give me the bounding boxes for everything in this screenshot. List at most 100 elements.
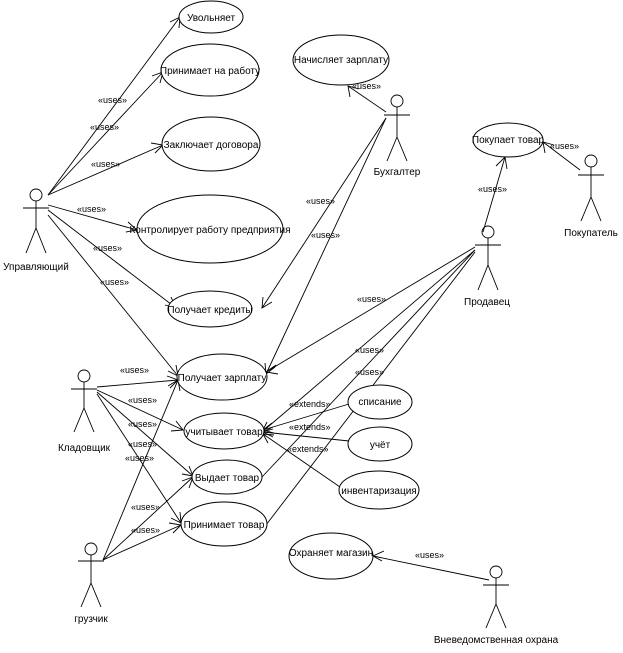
- uses-label: «uses»: [90, 122, 119, 132]
- uc-tally-label: учёт: [370, 440, 391, 451]
- actor-loader-label: грузчик: [74, 614, 108, 625]
- actor-seller-label: Продавец: [464, 297, 510, 308]
- arrowhead: [261, 296, 273, 309]
- line-manager-controls: [47, 204, 138, 231]
- uc-salary-ellipse: [176, 353, 268, 401]
- line-accountant-credits: [261, 117, 387, 309]
- arrowhead: [495, 156, 508, 170]
- uses-label: «uses»: [415, 550, 444, 560]
- uc-tally-ellipse: [347, 426, 413, 462]
- uc-receives-goods-label: Принимает товар: [184, 520, 265, 531]
- uc-controls-label: Контролирует работу предприятия: [129, 224, 290, 236]
- line-loader-issues: [102, 476, 194, 561]
- line-accountant-payroll: [347, 85, 387, 113]
- line-storekeeper-accounts: [96, 389, 184, 431]
- uses-label: «uses»: [478, 184, 507, 194]
- uc-hires-label: Принимает на работу: [160, 65, 260, 77]
- uses-label: «uses»: [91, 159, 120, 169]
- line-storekeeper-salary: [96, 379, 179, 388]
- line-storekeeper-issues: [96, 391, 194, 477]
- uc-credits-label: Получает кредиты: [167, 305, 252, 316]
- actors: Управляющий Бухгалтер Покупатель Пр: [3, 94, 618, 646]
- line-tally-extends: [262, 431, 350, 442]
- actor-storekeeper-figure: [71, 369, 97, 433]
- actor-buyer-figure: [578, 154, 604, 222]
- uc-issues-goods-label: Выдает товар: [195, 473, 260, 484]
- uses-label: «uses»: [131, 525, 160, 535]
- actor-storekeeper-label: Кладовщик: [58, 443, 111, 454]
- uses-label: «uses»: [550, 141, 579, 151]
- uc-fires-ellipse: [178, 0, 244, 34]
- arrowhead: [170, 420, 184, 432]
- uses-label: «uses»: [131, 502, 160, 512]
- uc-inventory-label: инвентаризация: [341, 486, 416, 497]
- line-manager-contracts: [47, 144, 164, 196]
- uc-buys-label: Покупает товар: [472, 135, 545, 146]
- uses-label: «uses»: [120, 365, 149, 375]
- uses-label: «uses»: [306, 196, 335, 206]
- uses-label: «uses»: [128, 419, 157, 429]
- actor-seller-figure: [475, 225, 501, 291]
- uc-accounts-goods-ellipse: [183, 412, 265, 450]
- actor-guard-figure: [483, 565, 509, 629]
- uc-protects-label: Охраняет магазин: [289, 548, 373, 559]
- uc-fires-label: Увольняет: [187, 13, 236, 24]
- line-manager-hires: [47, 71, 164, 196]
- line-accountant-salary: [265, 117, 387, 375]
- uses-label: «uses»: [357, 294, 386, 304]
- line-seller-salary: [265, 246, 476, 373]
- uc-salary-label: Получает зарплату: [178, 373, 267, 384]
- uc-contracts-ellipse: [161, 116, 261, 172]
- line-seller-issues: [261, 249, 476, 478]
- extends-label: «extends»: [287, 444, 329, 454]
- actor-accountant-figure: [384, 94, 410, 162]
- uc-inventory-ellipse: [338, 470, 420, 510]
- uc-hires-ellipse: [160, 43, 260, 97]
- relationship-lines: [47, 16, 581, 581]
- line-buyer-buys: [542, 141, 581, 171]
- actor-loader-figure: [78, 542, 104, 608]
- line-manager-credits: [47, 209, 177, 309]
- extends-label: «extends»: [289, 399, 331, 409]
- uc-issues-goods-ellipse: [191, 459, 263, 495]
- actor-buyer-label: Покупатель: [564, 228, 618, 239]
- uc-buys-ellipse: [472, 122, 544, 158]
- line-guard-protects: [372, 555, 490, 581]
- actor-guard-label: Вневедомственная охрана: [434, 635, 559, 646]
- uses-label: «uses»: [352, 81, 381, 91]
- uc-receives-goods-ellipse: [180, 501, 268, 547]
- uses-label: «uses»: [100, 277, 129, 287]
- uc-accounts-goods-label: учитывает товар: [185, 427, 263, 438]
- uses-label: «uses»: [128, 395, 157, 405]
- uc-writeoff-ellipse: [347, 384, 413, 420]
- extends-label: «extends»: [289, 422, 331, 432]
- uc-payroll-ellipse: [292, 34, 390, 86]
- uses-label: «uses»: [77, 204, 106, 214]
- uses-label: «uses»: [98, 95, 127, 105]
- uc-payroll-label: Начисляет зарплату: [294, 55, 388, 66]
- line-writeoff-extends: [262, 403, 350, 431]
- line-inventory-extends: [262, 433, 341, 488]
- actor-manager-label: Управляющий: [3, 262, 69, 273]
- line-loader-receives: [102, 524, 182, 561]
- uses-label: «uses»: [125, 453, 154, 463]
- uc-protects-ellipse: [288, 532, 374, 580]
- uc-writeoff-label: списание: [358, 397, 402, 408]
- uses-label: «uses»: [93, 243, 122, 253]
- line-manager-salary: [47, 214, 179, 377]
- use-cases: Увольняет Принимает на работу Заключает …: [129, 0, 545, 580]
- uses-label: «uses»: [355, 367, 384, 377]
- actor-accountant-label: Бухгалтер: [374, 167, 421, 178]
- uc-controls-ellipse: [136, 194, 284, 264]
- uses-label: «uses»: [311, 230, 340, 240]
- uses-label: «uses»: [355, 345, 384, 355]
- uc-contracts-label: Заключает договора: [164, 140, 259, 151]
- uses-label: «uses»: [128, 439, 157, 449]
- actor-manager-figure: [23, 188, 49, 254]
- line-loader-salary: [102, 379, 179, 561]
- relation-labels: «uses» «uses» «uses» «uses» «uses» «uses…: [77, 81, 579, 560]
- line-seller-buys: [482, 156, 506, 233]
- uc-credits-ellipse: [167, 290, 253, 328]
